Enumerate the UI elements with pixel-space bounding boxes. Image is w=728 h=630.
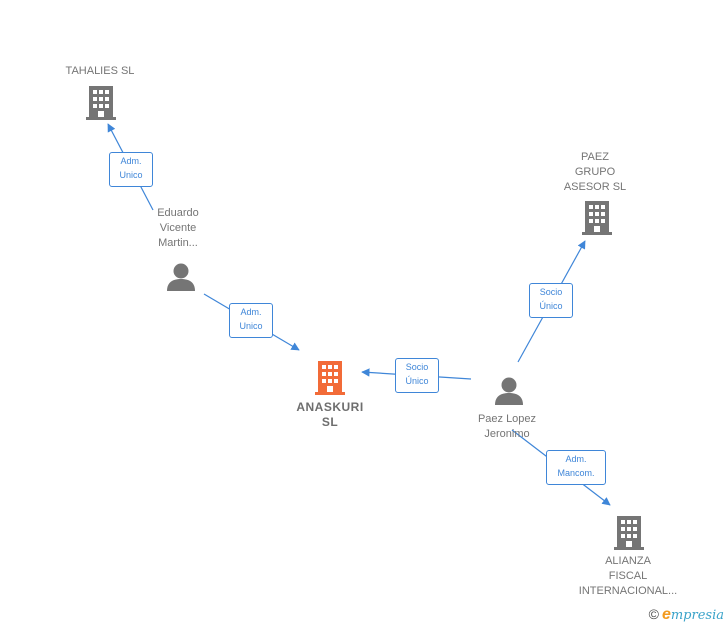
node-label-paez-lopez: Paez Lopez Jeronimo xyxy=(477,413,537,440)
building-icon[interactable] xyxy=(581,200,613,236)
edge-label-socio-unico[interactable]: Socio Único xyxy=(529,283,573,318)
building-icon[interactable] xyxy=(613,515,645,551)
node-label-alianza: ALIANZA FISCAL INTERNACIONAL... xyxy=(578,555,678,597)
edge-label-adm-mancom[interactable]: Adm. Mancom. xyxy=(546,450,606,485)
person-icon[interactable] xyxy=(165,262,197,292)
node-label-eduardo: Eduardo Vicente Martin... xyxy=(157,207,199,249)
edge-label-adm-unico[interactable]: Adm. Unico xyxy=(229,303,273,338)
brand-name: mpresia xyxy=(670,608,724,623)
copyright-symbol: © xyxy=(648,606,659,622)
node-label-paez-grupo: PAEZ GRUPO ASESOR SL xyxy=(563,151,627,193)
brand-initial: e xyxy=(661,606,671,623)
node-label-tahalies: TAHALIES SL xyxy=(65,65,135,77)
edge-label-adm-unico[interactable]: Adm. Unico xyxy=(109,152,153,187)
building-icon[interactable] xyxy=(85,85,117,121)
person-icon[interactable] xyxy=(493,376,525,406)
edge-label-socio-unico[interactable]: Socio Único xyxy=(395,358,439,393)
node-label-anaskuri: ANASKURI SL xyxy=(296,400,364,429)
brand-logo: ©empresia xyxy=(649,606,724,624)
building-icon[interactable] xyxy=(314,360,346,396)
